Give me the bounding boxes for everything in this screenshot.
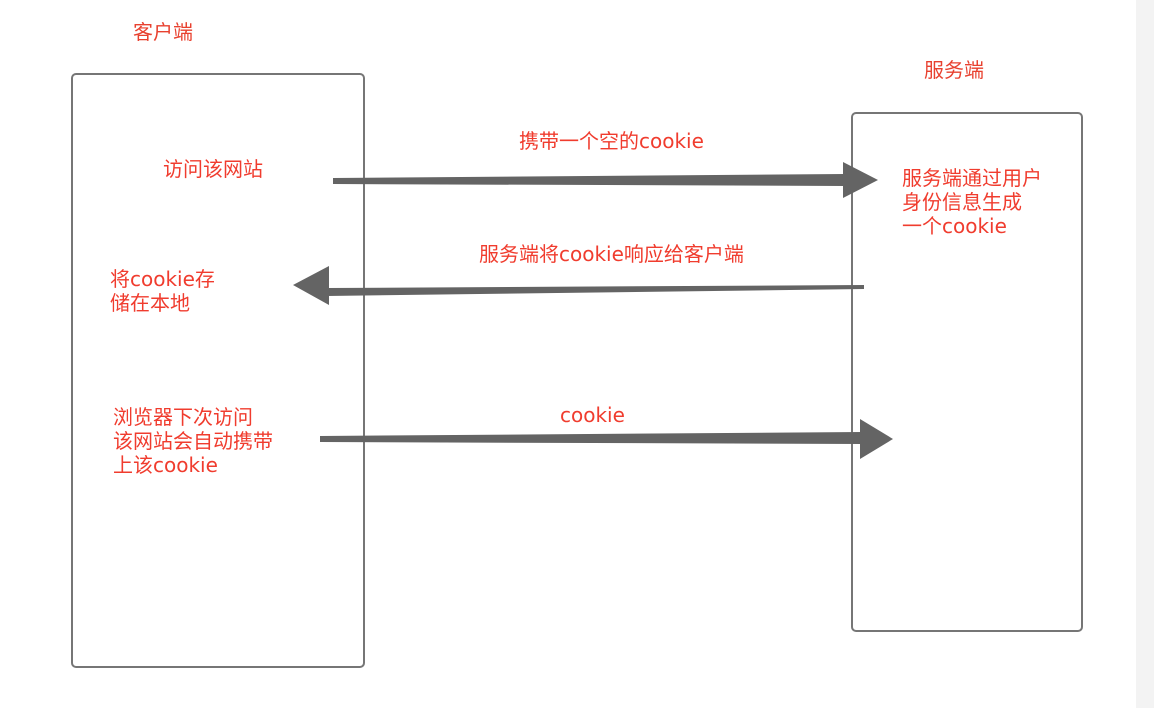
request-label: 携带一个空的cookie xyxy=(519,129,704,153)
page-edge-strip xyxy=(1136,0,1154,708)
client-step-store: 将cookie存 储在本地 xyxy=(110,267,215,315)
client-step-revisit: 浏览器下次访问 该网站会自动携带 上该cookie xyxy=(113,405,273,477)
response-label: 服务端将cookie响应给客户端 xyxy=(479,242,744,266)
server-title: 服务端 xyxy=(924,58,984,82)
server-box xyxy=(851,112,1083,632)
response-arrow xyxy=(293,266,864,305)
client-step-visit: 访问该网站 xyxy=(163,157,263,181)
request-arrow xyxy=(333,162,878,198)
server-action: 服务端通过用户 身份信息生成 一个cookie xyxy=(902,166,1042,238)
client-title: 客户端 xyxy=(133,20,193,44)
client-box xyxy=(71,73,365,668)
next-request-arrow xyxy=(320,419,893,459)
next-request-label: cookie xyxy=(560,403,625,427)
